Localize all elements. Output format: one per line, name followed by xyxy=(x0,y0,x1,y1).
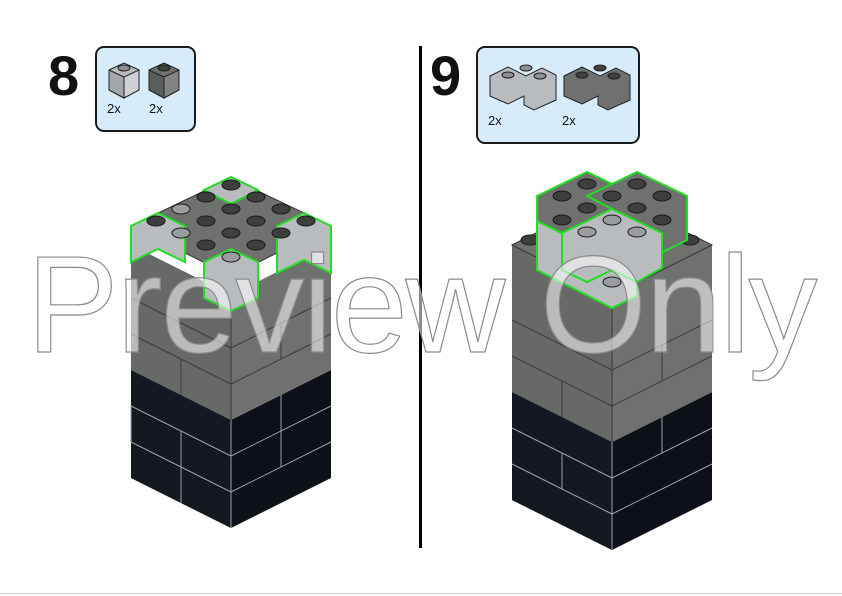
page-bottom-rule xyxy=(0,593,842,594)
